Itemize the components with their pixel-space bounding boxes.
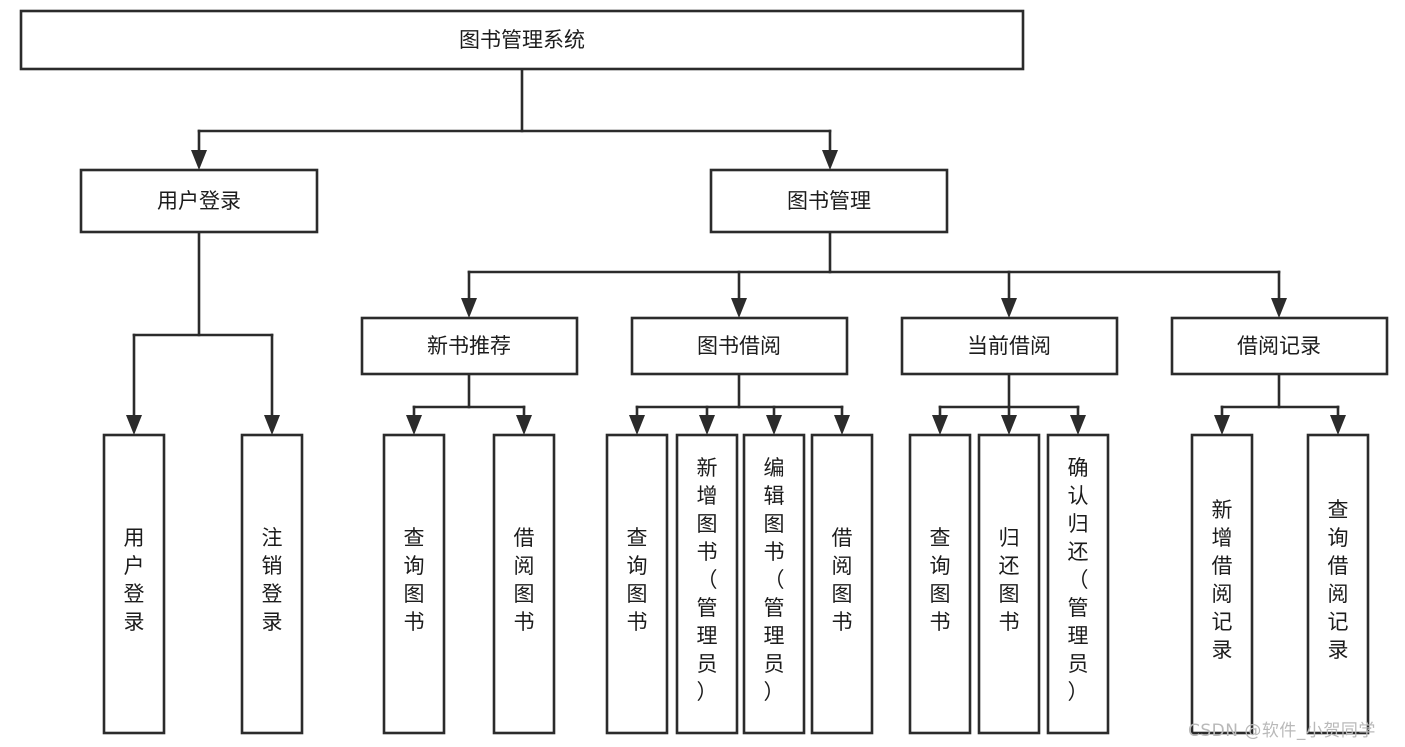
leaf-logout-label: 注销登录 [262,526,283,634]
node-book-borrow-box[interactable] [630,316,849,376]
arrowhead-book-borrow [731,298,747,318]
connector-group-book-borrow-children [629,372,850,435]
node-user-login-label: 用户登录 [157,189,241,213]
leaf-bb-query-book-box[interactable] [605,433,669,735]
node-borrow-record-label: 借阅记录 [1237,334,1321,358]
leaf-logout-box[interactable] [240,433,304,735]
node-new-book-recommend-label: 新书推荐 [427,334,511,358]
node-book-manage-label: 图书管理 [787,189,871,213]
leaf-node-logout[interactable]: 注销登录 [240,433,304,735]
connector-group-user-login-children [126,230,280,435]
leaf-node-nbr-query-book[interactable]: 查询图书 [382,433,446,735]
leaf-node-bb-add-book-admin[interactable]: 新增图书（管理员） [675,433,739,735]
leaf-node-user-login[interactable]: 用户登录 [102,433,166,735]
leaf-node-cb-query-book[interactable]: 查询图书 [908,433,972,735]
leaf-cb-query-book-label: 查询图书 [930,526,951,634]
arrowhead-new-book-recommend [461,298,477,318]
node-current-borrow-box[interactable] [900,316,1119,376]
leaf-bb-add-book-admin-label: 新增图书（管理员） [697,456,718,704]
arrowhead-user-login [191,150,207,170]
leaf-br-add-record-box[interactable] [1190,433,1254,735]
node-user-login[interactable]: 用户登录 [79,168,319,234]
node-borrow-record-box[interactable] [1170,316,1389,376]
node-root-label: 图书管理系统 [459,28,585,52]
leaf-br-query-record-label: 查询借阅记录 [1328,498,1349,662]
arrowhead-current-borrow [1001,298,1017,318]
node-book-manage-box[interactable] [709,168,949,234]
arrowhead-cb-leaf-1 [932,415,948,435]
leaf-bb-query-book-label: 查询图书 [627,526,648,634]
leaf-node-br-add-record[interactable]: 新增借阅记录 [1190,433,1254,735]
node-borrow-record[interactable]: 借阅记录 [1170,316,1389,376]
leaf-bb-edit-book-admin-box[interactable] [742,433,806,735]
leaf-nbr-query-book-box[interactable] [382,433,446,735]
leaf-nbr-query-book-label: 查询图书 [404,526,425,634]
leaf-node-bb-borrow-book[interactable]: 借阅图书 [810,433,874,735]
leaf-node-cb-return-book[interactable]: 归还图书 [977,433,1041,735]
leaf-user-login-box[interactable] [102,433,166,735]
leaf-bb-add-book-admin-box[interactable] [675,433,739,735]
node-current-borrow[interactable]: 当前借阅 [900,316,1119,376]
node-user-login-box[interactable] [79,168,319,234]
node-book-borrow[interactable]: 图书借阅 [630,316,849,376]
leaf-nbr-borrow-book-box[interactable] [492,433,556,735]
csdn-watermark: CSDN @软件_小贺同学 [1188,721,1376,741]
node-book-manage[interactable]: 图书管理 [709,168,949,234]
leaf-br-query-record-box[interactable] [1306,433,1370,735]
connector-group-new-book-recommend-children [406,372,532,435]
leaf-cb-return-book-box[interactable] [977,433,1041,735]
arrowhead-nbr-leaf-2 [516,415,532,435]
node-root-box[interactable] [19,9,1025,71]
arrowhead-borrow-record [1271,298,1287,318]
arrowhead-br-leaf-2 [1330,415,1346,435]
leaf-cb-confirm-return-admin-box[interactable] [1046,433,1110,735]
node-new-book-recommend-box[interactable] [360,316,579,376]
leaf-br-add-record-label: 新增借阅记录 [1212,498,1233,662]
node-book-borrow-label: 图书借阅 [697,334,781,358]
arrowhead-nbr-leaf-1 [406,415,422,435]
leaf-node-bb-query-book[interactable]: 查询图书 [605,433,669,735]
leaf-bb-borrow-book-label: 借阅图书 [832,526,853,634]
arrowhead-bb-leaf-4 [834,415,850,435]
node-current-borrow-label: 当前借阅 [967,334,1051,358]
leaf-node-nbr-borrow-book[interactable]: 借阅图书 [492,433,556,735]
arrowhead-leaf-user-login [126,415,142,435]
leaf-user-login-label: 用户登录 [124,526,145,634]
arrowhead-cb-leaf-2 [1001,415,1017,435]
arrowhead-br-leaf-1 [1214,415,1230,435]
arrowhead-book-manage [822,150,838,170]
arrowhead-bb-leaf-2 [699,415,715,435]
connector-group-borrow-record-children [1214,372,1346,435]
arrowhead-leaf-logout [264,415,280,435]
leaf-cb-query-book-box[interactable] [908,433,972,735]
node-root-system[interactable]: 图书管理系统 [19,9,1025,71]
arrowhead-bb-leaf-1 [629,415,645,435]
connector-group-current-borrow-children [932,372,1086,435]
leaf-node-cb-confirm-return-admin[interactable]: 确认归还（管理员） [1046,433,1110,735]
node-new-book-recommend[interactable]: 新书推荐 [360,316,579,376]
leaf-node-br-query-record[interactable]: 查询借阅记录 [1306,433,1370,735]
leaf-cb-return-book-label: 归还图书 [999,526,1020,634]
connector-group-book-manage-children [461,230,1287,318]
arrowhead-cb-leaf-3 [1070,415,1086,435]
arrowhead-bb-leaf-3 [766,415,782,435]
leaf-nbr-borrow-book-label: 借阅图书 [514,526,535,634]
connector-group-root-to-level2 [191,67,838,170]
leaf-bb-borrow-book-box[interactable] [810,433,874,735]
leaf-bb-edit-book-admin-label: 编辑图书（管理员） [764,456,785,704]
leaf-node-bb-edit-book-admin[interactable]: 编辑图书（管理员） [742,433,806,735]
leaf-cb-confirm-return-admin-label: 确认归还（管理员） [1068,456,1089,704]
